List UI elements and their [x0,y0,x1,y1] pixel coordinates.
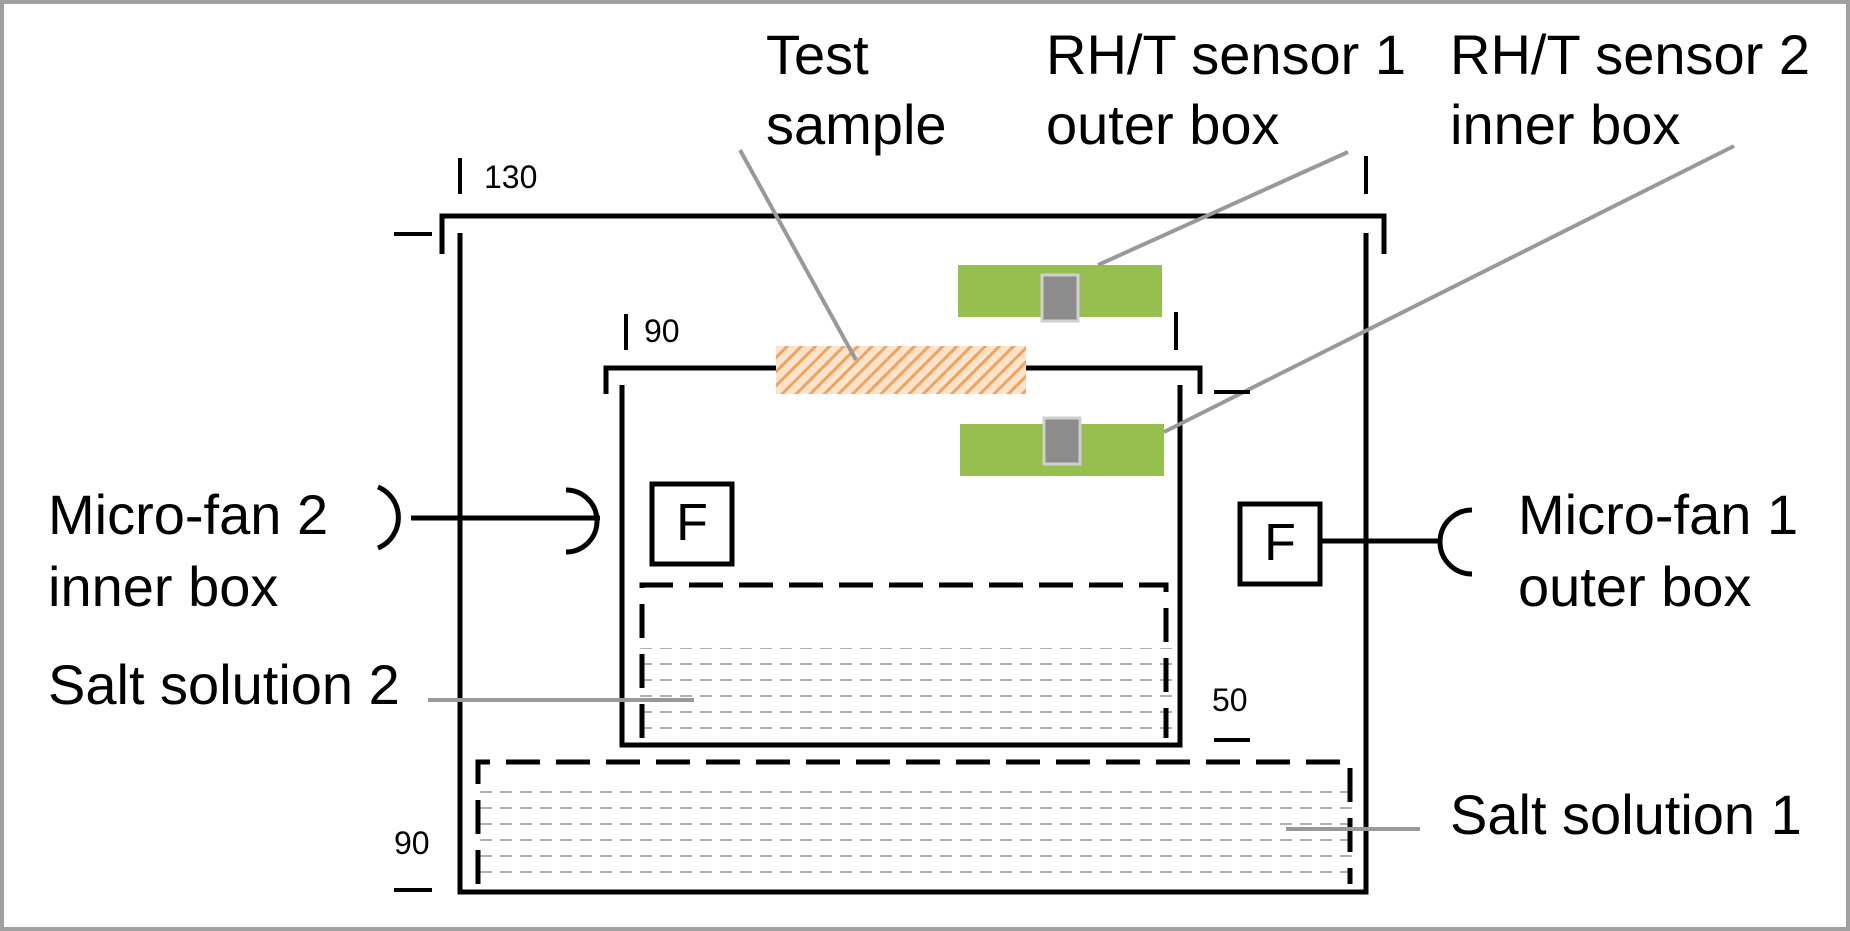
sensor-1-leader [1097,150,1349,267]
micro-fan-2 [376,481,735,567]
fan-2-label-line-2: inner box [48,555,278,618]
salt-solution-1-liquid [476,780,1356,884]
salt-solution-2-tray [639,582,1169,738]
sensor-2-label-line-1: RH/T sensor 2 [1450,23,1810,86]
fan-2-label-line-1: Micro-fan 2 [48,483,328,546]
test-sample-leader [738,149,858,361]
sensor-1-label-line-1: RH/T sensor 1 [1046,23,1406,86]
rh-t-sensor-1 [958,265,1162,323]
rh-t-sensor-2 [960,416,1164,476]
inner-box [603,365,1203,748]
outer-box [439,213,1387,895]
test-sample-strip [776,346,1026,394]
sensor-1-chip [1040,273,1080,323]
fan-1-glyph: F [1264,514,1296,572]
sensor-2-leader [1163,144,1735,434]
fan-1-box [1237,501,1323,587]
leader-lines [428,144,1735,831]
dimension-ticks [394,156,1368,892]
salt-solution-1-tray [475,759,1353,884]
micro-fan-1 [1237,501,1473,587]
outer-box-lid [439,213,1387,254]
fan-1-coupler [1437,507,1473,577]
test-sample-label-line-2: sample [766,93,947,156]
test-sample-label-line-1: Test [766,23,869,86]
fan-2-outer-coupler [376,484,401,551]
sensor-2-chip [1042,416,1082,466]
sensor-2-label-line-2: inner box [1450,93,1680,156]
inner-box-lid-right [1026,365,1203,394]
fan-1-label-line-2: outer box [1518,555,1752,618]
salt-solution-2-liquid [632,648,1172,738]
fan-2-box [649,481,735,567]
outer-height-dimension: 90 [394,825,430,861]
fan-1-label-line-1: Micro-fan 1 [1518,483,1798,546]
inner-box-body [619,385,1183,748]
inner-height-dimension: 50 [1212,682,1248,718]
inner-box-lid-left [603,365,776,394]
fan-2-inner-coupler [565,487,600,555]
outer-box-body [457,233,1369,895]
salt-solution-1-label: Salt solution 1 [1450,783,1802,846]
salt-solution-2-label: Salt solution 2 [48,653,400,716]
sensor-1-label-line-2: outer box [1046,93,1280,156]
inner-width-dimension: 90 [644,313,680,349]
outer-width-dimension: 130 [484,159,537,195]
fan-2-glyph: F [676,494,708,552]
